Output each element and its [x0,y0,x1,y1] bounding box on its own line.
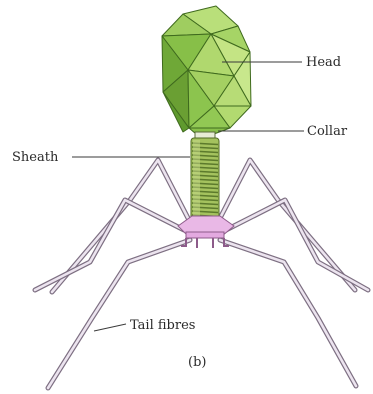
tail-fibre-mid-left [35,200,184,290]
collar [195,132,215,138]
collar-label: Collar [307,124,348,139]
head-capsid [162,6,251,134]
tail-fibre-front-right [220,240,356,386]
sheath [191,138,219,220]
tail-fibre-mid-right [226,200,368,290]
sheath-label: Sheath [12,150,59,165]
tail-fibres-label: Tail fibres [130,318,195,333]
head-label: Head [306,55,341,70]
tail-fibres-leader-line [94,324,126,331]
tail-fibre-front-left [48,240,190,388]
panel-label: (b) [188,355,206,370]
